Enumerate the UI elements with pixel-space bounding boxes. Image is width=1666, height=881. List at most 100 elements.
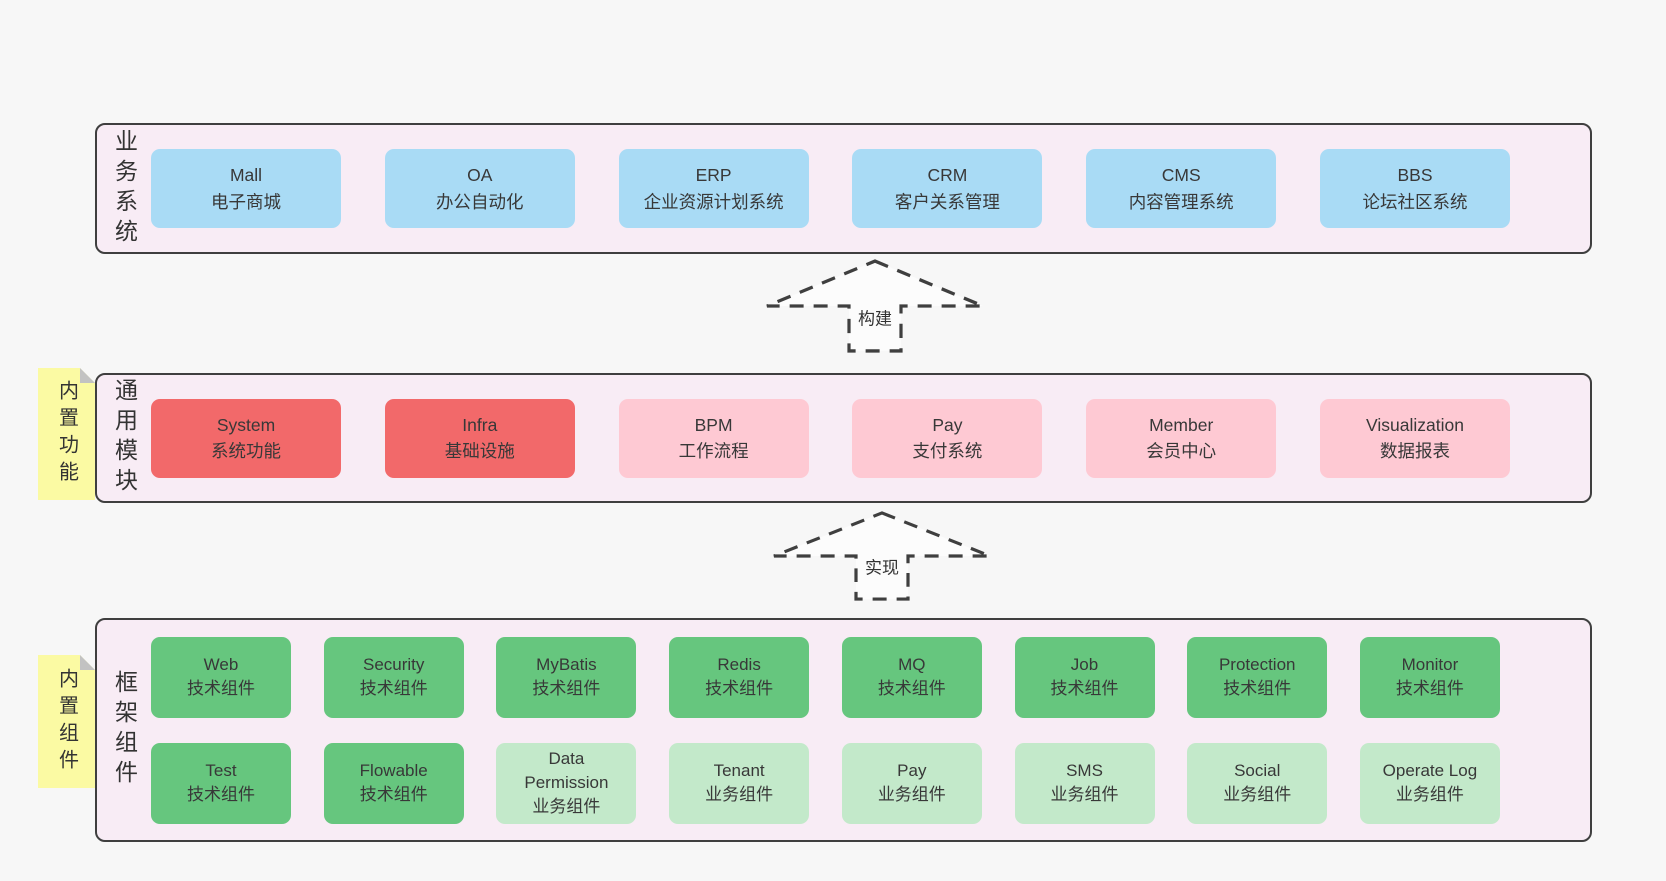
- box-title: CMS: [1161, 165, 1201, 186]
- box-oa: OA 办公自动化: [384, 149, 575, 228]
- box-subtitle: 技术组件: [877, 679, 946, 698]
- box-job: Job 技术组件: [1014, 636, 1155, 718]
- box-subtitle: 支付系统: [912, 441, 983, 461]
- box-subtitle: 技术组件: [1050, 679, 1119, 698]
- framework-row-1: Web 技术组件 Security 技术组件 MyBatis 技术组件 Redi…: [151, 636, 1590, 718]
- box-flowable: Flowable 技术组件: [323, 742, 464, 824]
- box-web: Web 技术组件: [151, 636, 291, 718]
- box-title: Job: [1070, 655, 1099, 675]
- box-title: BPM: [694, 414, 733, 435]
- box-subtitle: 业务组件: [1395, 785, 1464, 804]
- box-subtitle: 技术组件: [187, 679, 255, 698]
- box-title: System: [216, 414, 276, 435]
- box-title: Mall: [229, 165, 263, 186]
- box-bbs: BBS 论坛社区系统: [1319, 149, 1510, 228]
- panel-label-modules: 通用模块: [111, 378, 138, 498]
- box-subtitle: 电子商城: [211, 191, 281, 212]
- folded-corner-icon: [80, 368, 95, 383]
- box-subtitle: 技术组件: [532, 679, 601, 698]
- box-title: Monitor: [1401, 655, 1459, 675]
- modules-boxes-row: System 系统功能 Infra 基础设施 BPM 工作流程 Pay 支付系统…: [151, 375, 1590, 501]
- box-subtitle: 系统功能: [211, 441, 281, 461]
- box-subtitle: 数据报表: [1379, 441, 1450, 461]
- box-subtitle: 业务组件: [1050, 785, 1119, 804]
- panel-business-systems: 业务系统 Mall 电子商城 OA 办公自动化 ERP 企业资源计划系统 CRM…: [95, 123, 1592, 254]
- box-title: Test: [205, 761, 237, 781]
- box-subtitle: 工作流程: [678, 441, 749, 461]
- box-pay: Pay 支付系统: [852, 398, 1043, 478]
- box-title: MQ: [898, 655, 926, 675]
- box-mq: MQ 技术组件: [841, 636, 982, 718]
- box-title: OA: [467, 165, 493, 186]
- box-subtitle: 业务组件: [705, 785, 774, 804]
- box-subtitle: 技术组件: [359, 679, 428, 698]
- box-title: Security: [362, 655, 425, 675]
- box-visualization: Visualization 数据报表: [1319, 398, 1510, 478]
- box-title: Flowable: [359, 761, 428, 781]
- panel-framework-components: 框架组件 Web 技术组件 Security 技术组件 MyBatis 技术组件…: [95, 618, 1592, 842]
- box-monitor: Monitor 技术组件: [1359, 636, 1500, 718]
- box-member: Member 会员中心: [1086, 398, 1277, 478]
- business-boxes-row: Mall 电子商城 OA 办公自动化 ERP 企业资源计划系统 CRM 客户关系…: [151, 125, 1590, 252]
- panel-common-modules: 通用模块 System 系统功能 Infra 基础设施 BPM 工作流程 Pay…: [95, 373, 1592, 503]
- box-social: Social 业务组件: [1187, 742, 1328, 824]
- box-subtitle: 业务组件: [532, 796, 601, 816]
- box-title: Data Permission: [524, 749, 609, 793]
- box-title: Tenant: [713, 761, 765, 781]
- folded-corner-icon: [80, 655, 95, 670]
- box-title: Pay: [897, 761, 927, 781]
- box-subtitle: 办公自动化: [436, 191, 524, 212]
- box-subtitle: 会员中心: [1146, 441, 1217, 461]
- sticky-note-label: 内置功能: [55, 380, 78, 488]
- box-subtitle: 技术组件: [187, 785, 255, 804]
- box-sms: SMS 业务组件: [1014, 742, 1155, 824]
- box-security: Security 技术组件: [323, 636, 464, 718]
- box-title: Social: [1234, 761, 1281, 781]
- box-title: Visualization: [1366, 414, 1464, 435]
- box-subtitle: 客户关系管理: [894, 191, 1000, 212]
- box-title: Redis: [717, 655, 761, 675]
- arrow-implement: 实现: [770, 510, 994, 602]
- box-title: Protection: [1218, 655, 1296, 675]
- box-protection: Protection 技术组件: [1187, 636, 1328, 718]
- box-title: BBS: [1397, 165, 1433, 186]
- panel-label-business: 业务系统: [111, 128, 138, 249]
- box-pay-component: Pay 业务组件: [841, 742, 982, 824]
- box-title: Web: [203, 655, 239, 675]
- box-subtitle: 技术组件: [1223, 679, 1292, 698]
- box-subtitle: 技术组件: [1395, 679, 1464, 698]
- sticky-note-builtin-features: 内置功能: [38, 368, 95, 500]
- box-operate-log: Operate Log 业务组件: [1359, 742, 1500, 824]
- sticky-note-builtin-components: 内置组件: [38, 655, 95, 788]
- box-subtitle: 企业资源计划系统: [643, 191, 784, 212]
- box-subtitle: 业务组件: [1223, 785, 1292, 804]
- box-subtitle: 业务组件: [877, 785, 946, 804]
- box-mall: Mall 电子商城: [151, 149, 341, 228]
- box-test: Test 技术组件: [151, 742, 291, 824]
- box-tenant: Tenant 业务组件: [669, 742, 810, 824]
- box-title: SMS: [1066, 761, 1103, 781]
- box-subtitle: 论坛社区系统: [1362, 191, 1468, 212]
- box-crm: CRM 客户关系管理: [852, 149, 1043, 228]
- arrow-build-label: 构建: [855, 304, 895, 330]
- box-title: ERP: [695, 165, 732, 186]
- arrow-build: 构建: [763, 258, 987, 354]
- box-subtitle: 技术组件: [359, 785, 428, 804]
- box-title: CRM: [927, 165, 968, 186]
- box-title: Member: [1149, 414, 1214, 435]
- box-data-permission: Data Permission 业务组件: [496, 742, 637, 824]
- box-bpm: BPM 工作流程: [618, 398, 809, 478]
- box-infra: Infra 基础设施: [384, 398, 575, 478]
- box-subtitle: 技术组件: [705, 679, 774, 698]
- framework-row-2: Test 技术组件 Flowable 技术组件 Data Permission …: [151, 742, 1590, 824]
- framework-rows: Web 技术组件 Security 技术组件 MyBatis 技术组件 Redi…: [151, 620, 1590, 840]
- box-title: Operate Log: [1382, 761, 1478, 781]
- box-erp: ERP 企业资源计划系统: [618, 149, 809, 228]
- box-system: System 系统功能: [151, 398, 341, 478]
- box-title: Pay: [932, 414, 963, 435]
- box-subtitle: 基础设施: [444, 441, 515, 461]
- arrow-implement-label: 实现: [862, 553, 902, 579]
- box-mybatis: MyBatis 技术组件: [496, 636, 637, 718]
- box-redis: Redis 技术组件: [669, 636, 810, 718]
